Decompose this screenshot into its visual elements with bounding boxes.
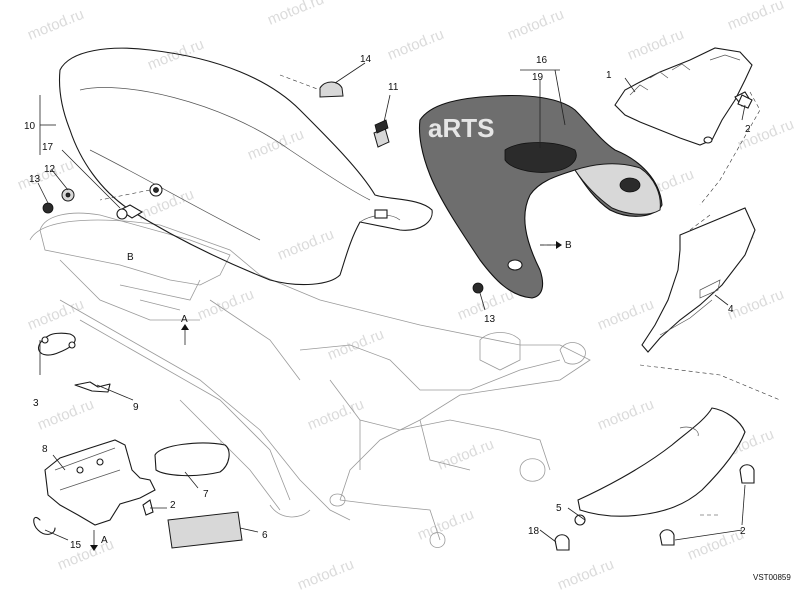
callout-6: 6 (262, 530, 268, 541)
watermark: motod.ru (35, 396, 96, 434)
cable (38, 332, 76, 356)
side-cover-lower (574, 407, 746, 526)
battery-pad (154, 442, 230, 477)
watermark: motod.ru (595, 296, 656, 334)
callout-13: 13 (29, 174, 41, 185)
part-numbers: 1 2 2 2 3 4 5 6 7 8 9 10 11 12 13 13 14 … (24, 54, 751, 551)
view-ref-a: A (101, 535, 108, 546)
watermark: motod.ru (145, 36, 206, 74)
watermark: motod.ru (415, 506, 476, 544)
callout-15: 15 (70, 540, 82, 551)
view-ref-a: A (181, 314, 188, 325)
callout-4: 4 (728, 304, 734, 315)
callout-18: 18 (528, 526, 540, 537)
watermark: motod.ru (25, 296, 86, 334)
callout-9: 9 (133, 402, 139, 413)
rubber-cap (319, 81, 344, 98)
watermark: motod.ru (725, 0, 786, 34)
watermark: motod.ru (435, 436, 496, 474)
strap-clip (33, 516, 56, 535)
watermark: motod.ru (195, 286, 256, 324)
watermark: motod.ru (595, 396, 656, 434)
view-ref-b: B (127, 252, 134, 263)
watermark: motod.ru (275, 226, 336, 264)
callout-16: 16 (536, 55, 548, 66)
watermark: motod.ru (725, 286, 786, 324)
drawing-code: VST00859 (753, 573, 791, 582)
callout-2: 2 (740, 526, 746, 537)
callout-8: 8 (42, 444, 48, 455)
watermark: motod.ru (685, 526, 746, 564)
callout-1: 1 (606, 70, 612, 81)
battery-tray (44, 439, 156, 526)
callout-14: 14 (360, 54, 372, 65)
callout-13: 13 (484, 314, 496, 325)
callout-2: 2 (745, 124, 751, 135)
callout-5: 5 (556, 503, 562, 514)
view-ref-b: B (565, 240, 572, 251)
callout-7: 7 (203, 489, 209, 500)
tail-bracket (614, 47, 753, 146)
watermark: motod.ru (265, 0, 326, 29)
main-seat (58, 47, 433, 286)
plate (167, 511, 243, 549)
watermark: motod.ru (505, 6, 566, 44)
callout-3: 3 (33, 398, 39, 409)
watermark: motod.ru (555, 556, 616, 594)
watermark: motod.ru (25, 6, 86, 44)
callout-11: 11 (388, 82, 399, 93)
clip (74, 381, 111, 393)
callout-12: 12 (44, 164, 56, 175)
leader-lines (37, 62, 781, 543)
watermark: motod.ru (245, 126, 306, 164)
watermark: motod.ru (295, 556, 356, 594)
callout-19: 19 (532, 72, 544, 83)
watermark: motod.ru (385, 26, 446, 64)
callout-2: 2 (170, 500, 176, 511)
callout-17: 17 (42, 142, 54, 153)
seat-cowl: aRTS (418, 94, 663, 299)
side-panel-right (641, 207, 756, 353)
watermark: motod.ru (305, 396, 366, 434)
fasteners (42, 94, 755, 551)
logo: aRTS (428, 113, 494, 143)
watermark: motod.ru (625, 26, 686, 64)
watermark: motod.ru (135, 186, 196, 224)
frame (29, 212, 591, 548)
buffer (373, 119, 390, 148)
view-arrows: B B A A (90, 240, 572, 551)
callout-10: 10 (24, 121, 36, 132)
watermark: motod.ru (325, 326, 386, 364)
